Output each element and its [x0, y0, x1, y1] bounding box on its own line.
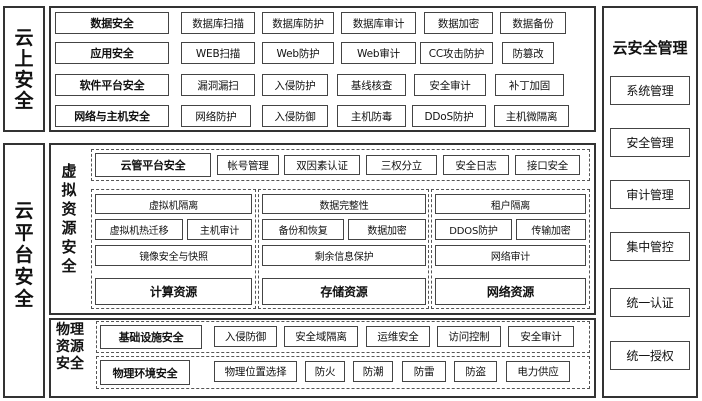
item-host-audit: 主机审计	[187, 219, 252, 240]
item-web-audit: Web审计	[341, 42, 416, 64]
item-power-supply: 电力供应	[506, 361, 570, 382]
mgmt-unified-authorization: 统一授权	[610, 341, 690, 370]
item-anti-tamper: 防篡改	[502, 42, 554, 64]
item-interface-security: 接口安全	[515, 155, 580, 175]
item-host-antivirus: 主机防毒	[337, 105, 406, 127]
row-label-network-host: 网络与主机安全	[55, 105, 169, 127]
item-separation-of-powers: 三权分立	[366, 155, 437, 175]
item-vuln-scan: 漏洞漏扫	[181, 74, 255, 96]
item-phys-intrusion-prevention: 入侵防御	[214, 326, 277, 347]
cloud-security-management-title: 云安全管理	[612, 39, 688, 57]
item-security-domain-isolation: 安全域隔离	[284, 326, 358, 347]
cloud-platform-security-title: 云 平 台 安 全	[14, 200, 34, 310]
item-data-backup: 数据备份	[500, 12, 566, 34]
item-transport-encryption: 传输加密	[516, 219, 586, 240]
item-baseline-check: 基线核查	[337, 74, 406, 96]
cloud-platform-security-panel	[3, 143, 45, 398]
item-network-audit: 网络审计	[435, 245, 586, 266]
item-access-control: 访问控制	[437, 326, 501, 347]
item-web-protection: Web防护	[262, 42, 334, 64]
row-label-data-security: 数据安全	[55, 12, 169, 34]
item-ops-security: 运维安全	[366, 326, 430, 347]
row-label-app-security: 应用安全	[55, 42, 169, 64]
item-moisture-prevention: 防潮	[353, 361, 393, 382]
item-vm-isolation: 虚拟机隔离	[95, 194, 252, 214]
item-tenant-isolation: 租户隔离	[435, 194, 586, 214]
item-ddos-protection: DDoS防护	[412, 105, 486, 127]
item-storage-encryption: 数据加密	[348, 219, 426, 240]
item-host-microsegmentation: 主机微隔离	[494, 105, 569, 127]
item-data-encryption: 数据加密	[424, 12, 493, 34]
cloud-app-security-title: 云 上 安 全	[14, 27, 34, 112]
item-image-security-snapshot: 镜像安全与快照	[95, 245, 252, 266]
item-cc-protection: CC攻击防护	[420, 42, 493, 64]
item-ddos-defense: DDOS防护	[435, 219, 512, 240]
item-theft-prevention: 防盗	[454, 361, 497, 382]
mgmt-audit-management: 审计管理	[610, 180, 690, 209]
item-intrusion-prevention: 入侵防御	[262, 105, 328, 127]
item-intrusion-protection: 入侵防护	[262, 74, 328, 96]
item-data-integrity: 数据完整性	[262, 194, 426, 214]
cloud-mgmt-platform-label: 云管平台安全	[95, 153, 211, 177]
item-security-audit: 安全审计	[414, 74, 486, 96]
item-network-protection: 网络防护	[181, 105, 251, 127]
mgmt-system-management: 系统管理	[610, 76, 690, 105]
item-two-factor-auth: 双因素认证	[284, 155, 360, 175]
network-resource-label: 网络资源	[435, 278, 586, 305]
item-security-log: 安全日志	[443, 155, 509, 175]
virtual-resource-title: 虚 拟 资 源 安 全	[61, 162, 77, 275]
item-vm-live-migration: 虚拟机热迁移	[95, 219, 183, 240]
item-physical-location: 物理位置选择	[214, 361, 297, 382]
item-patch-hardening: 补丁加固	[495, 74, 564, 96]
mgmt-centralized-control: 集中管控	[610, 232, 690, 261]
cloud-app-security-panel	[3, 6, 45, 132]
mgmt-unified-authentication: 统一认证	[610, 288, 690, 317]
item-account-mgmt: 帐号管理	[217, 155, 279, 175]
row-label-software-platform: 软件平台安全	[55, 74, 169, 96]
infrastructure-security-label: 基础设施安全	[100, 325, 202, 349]
item-residual-info-protection: 剩余信息保护	[262, 245, 426, 266]
item-phys-security-audit: 安全审计	[508, 326, 574, 347]
compute-resource-label: 计算资源	[95, 278, 252, 305]
item-db-protection: 数据库防护	[262, 12, 334, 34]
physical-environment-label: 物理环境安全	[100, 360, 190, 385]
mgmt-security-management: 安全管理	[610, 128, 690, 157]
physical-resource-title: 物理 资源 安全	[56, 322, 84, 372]
item-db-scan: 数据库扫描	[181, 12, 255, 34]
item-web-scan: WEB扫描	[181, 42, 255, 64]
item-db-audit: 数据库审计	[341, 12, 416, 34]
item-lightning-prevention: 防雷	[402, 361, 446, 382]
item-backup-recovery: 备份和恢复	[262, 219, 344, 240]
item-fire-prevention: 防火	[305, 361, 345, 382]
storage-resource-label: 存储资源	[262, 278, 426, 305]
